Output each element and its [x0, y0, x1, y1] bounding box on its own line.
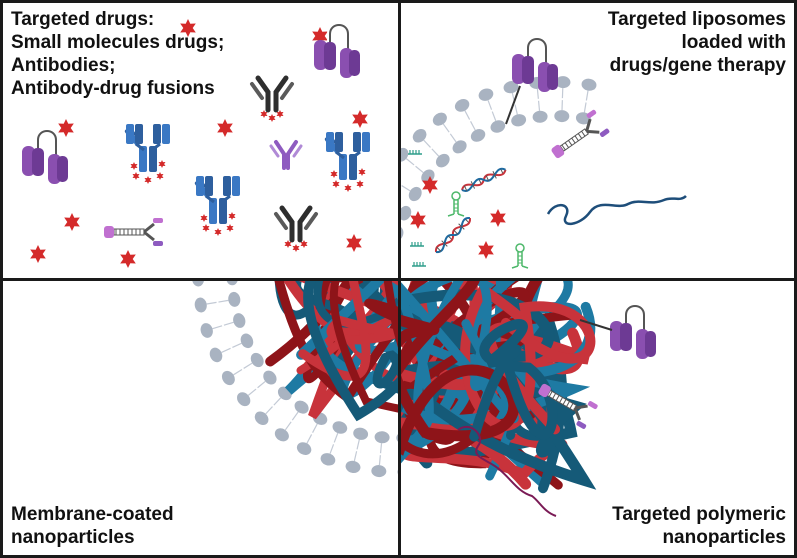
lipid-head	[228, 291, 241, 307]
lipid-head	[250, 352, 264, 368]
polymeric-nanoparticle-panel	[401, 281, 657, 517]
label-line: Targeted drugs:	[11, 9, 155, 30]
targeted-drugs-label: Targeted drugs: Small molecules drugs; A…	[11, 8, 224, 100]
lipid-head	[532, 110, 548, 123]
linker	[579, 319, 613, 331]
lipid-head	[221, 370, 235, 386]
label-line: Small molecules drugs;	[11, 32, 225, 53]
label-line: Membrane-coated	[11, 504, 174, 525]
lipid-head	[254, 411, 269, 426]
polymer-strand	[298, 281, 398, 381]
lipid-head	[581, 78, 597, 91]
membrane-coated-label: Membrane-coated nanoparticles	[11, 503, 174, 549]
membrane-coated-nanoparticle-panel	[192, 281, 398, 478]
lipid-head	[503, 81, 519, 94]
lipid-head	[470, 129, 486, 142]
label-line: Antibodies;	[11, 55, 116, 76]
polymer-strand	[274, 281, 398, 405]
lipid-bilayer	[401, 76, 597, 241]
polymer-strand	[401, 281, 520, 456]
lipid-head	[371, 465, 387, 478]
lipid-head	[192, 281, 205, 287]
lipid-head	[332, 421, 348, 434]
label-line: Antibody-drug fusions	[11, 78, 215, 99]
lipid-head	[274, 428, 289, 442]
lipid-head	[194, 297, 207, 313]
lipid-head	[412, 128, 427, 143]
lipid-head	[320, 453, 336, 466]
lipid-head	[233, 313, 246, 328]
linker	[505, 85, 521, 125]
lipid-head	[296, 442, 312, 455]
liposome-panel	[401, 39, 687, 269]
lipid-head	[454, 99, 470, 112]
lipid-head	[374, 431, 390, 444]
lipid-head	[401, 205, 412, 221]
lipid-head	[452, 140, 467, 154]
lipid-bilayer	[192, 281, 398, 478]
lipid-head	[240, 333, 254, 349]
lipid-head	[408, 186, 422, 202]
lipid-head	[345, 460, 361, 473]
lipid-head	[226, 281, 239, 286]
label-line: loaded with	[681, 32, 787, 53]
nucleic-acid-strand	[457, 425, 557, 517]
polymer-strand	[469, 319, 558, 442]
lipid-head	[435, 153, 450, 168]
lipid-head	[263, 370, 277, 385]
label-line: nanoparticles	[662, 527, 786, 548]
polymer-strand	[329, 281, 398, 413]
label-line: nanoparticles	[11, 527, 135, 548]
targeted-liposomes-label: Targeted liposomes loaded with drugs/gen…	[608, 8, 786, 77]
polymeric-nanoparticles-label: Targeted polymeric nanoparticles	[612, 503, 786, 549]
label-line: drugs/gene therapy	[609, 55, 786, 76]
label-line: Targeted liposomes	[607, 9, 786, 30]
lipid-head	[554, 110, 570, 123]
lipid-head	[353, 427, 369, 440]
lipid-head	[432, 112, 447, 126]
lipid-head	[401, 147, 409, 162]
lipid-head	[555, 76, 571, 89]
label-line: Targeted polymeric	[612, 504, 786, 525]
lipid-head	[490, 120, 506, 133]
lipid-head	[478, 88, 494, 101]
lipid-head	[209, 347, 223, 363]
lipid-head	[200, 323, 213, 338]
nucleic-acid-strand	[546, 195, 687, 225]
lipid-head	[511, 114, 527, 127]
lipid-head	[294, 400, 309, 414]
polymer-strand	[303, 281, 398, 384]
lipid-head	[237, 392, 251, 407]
